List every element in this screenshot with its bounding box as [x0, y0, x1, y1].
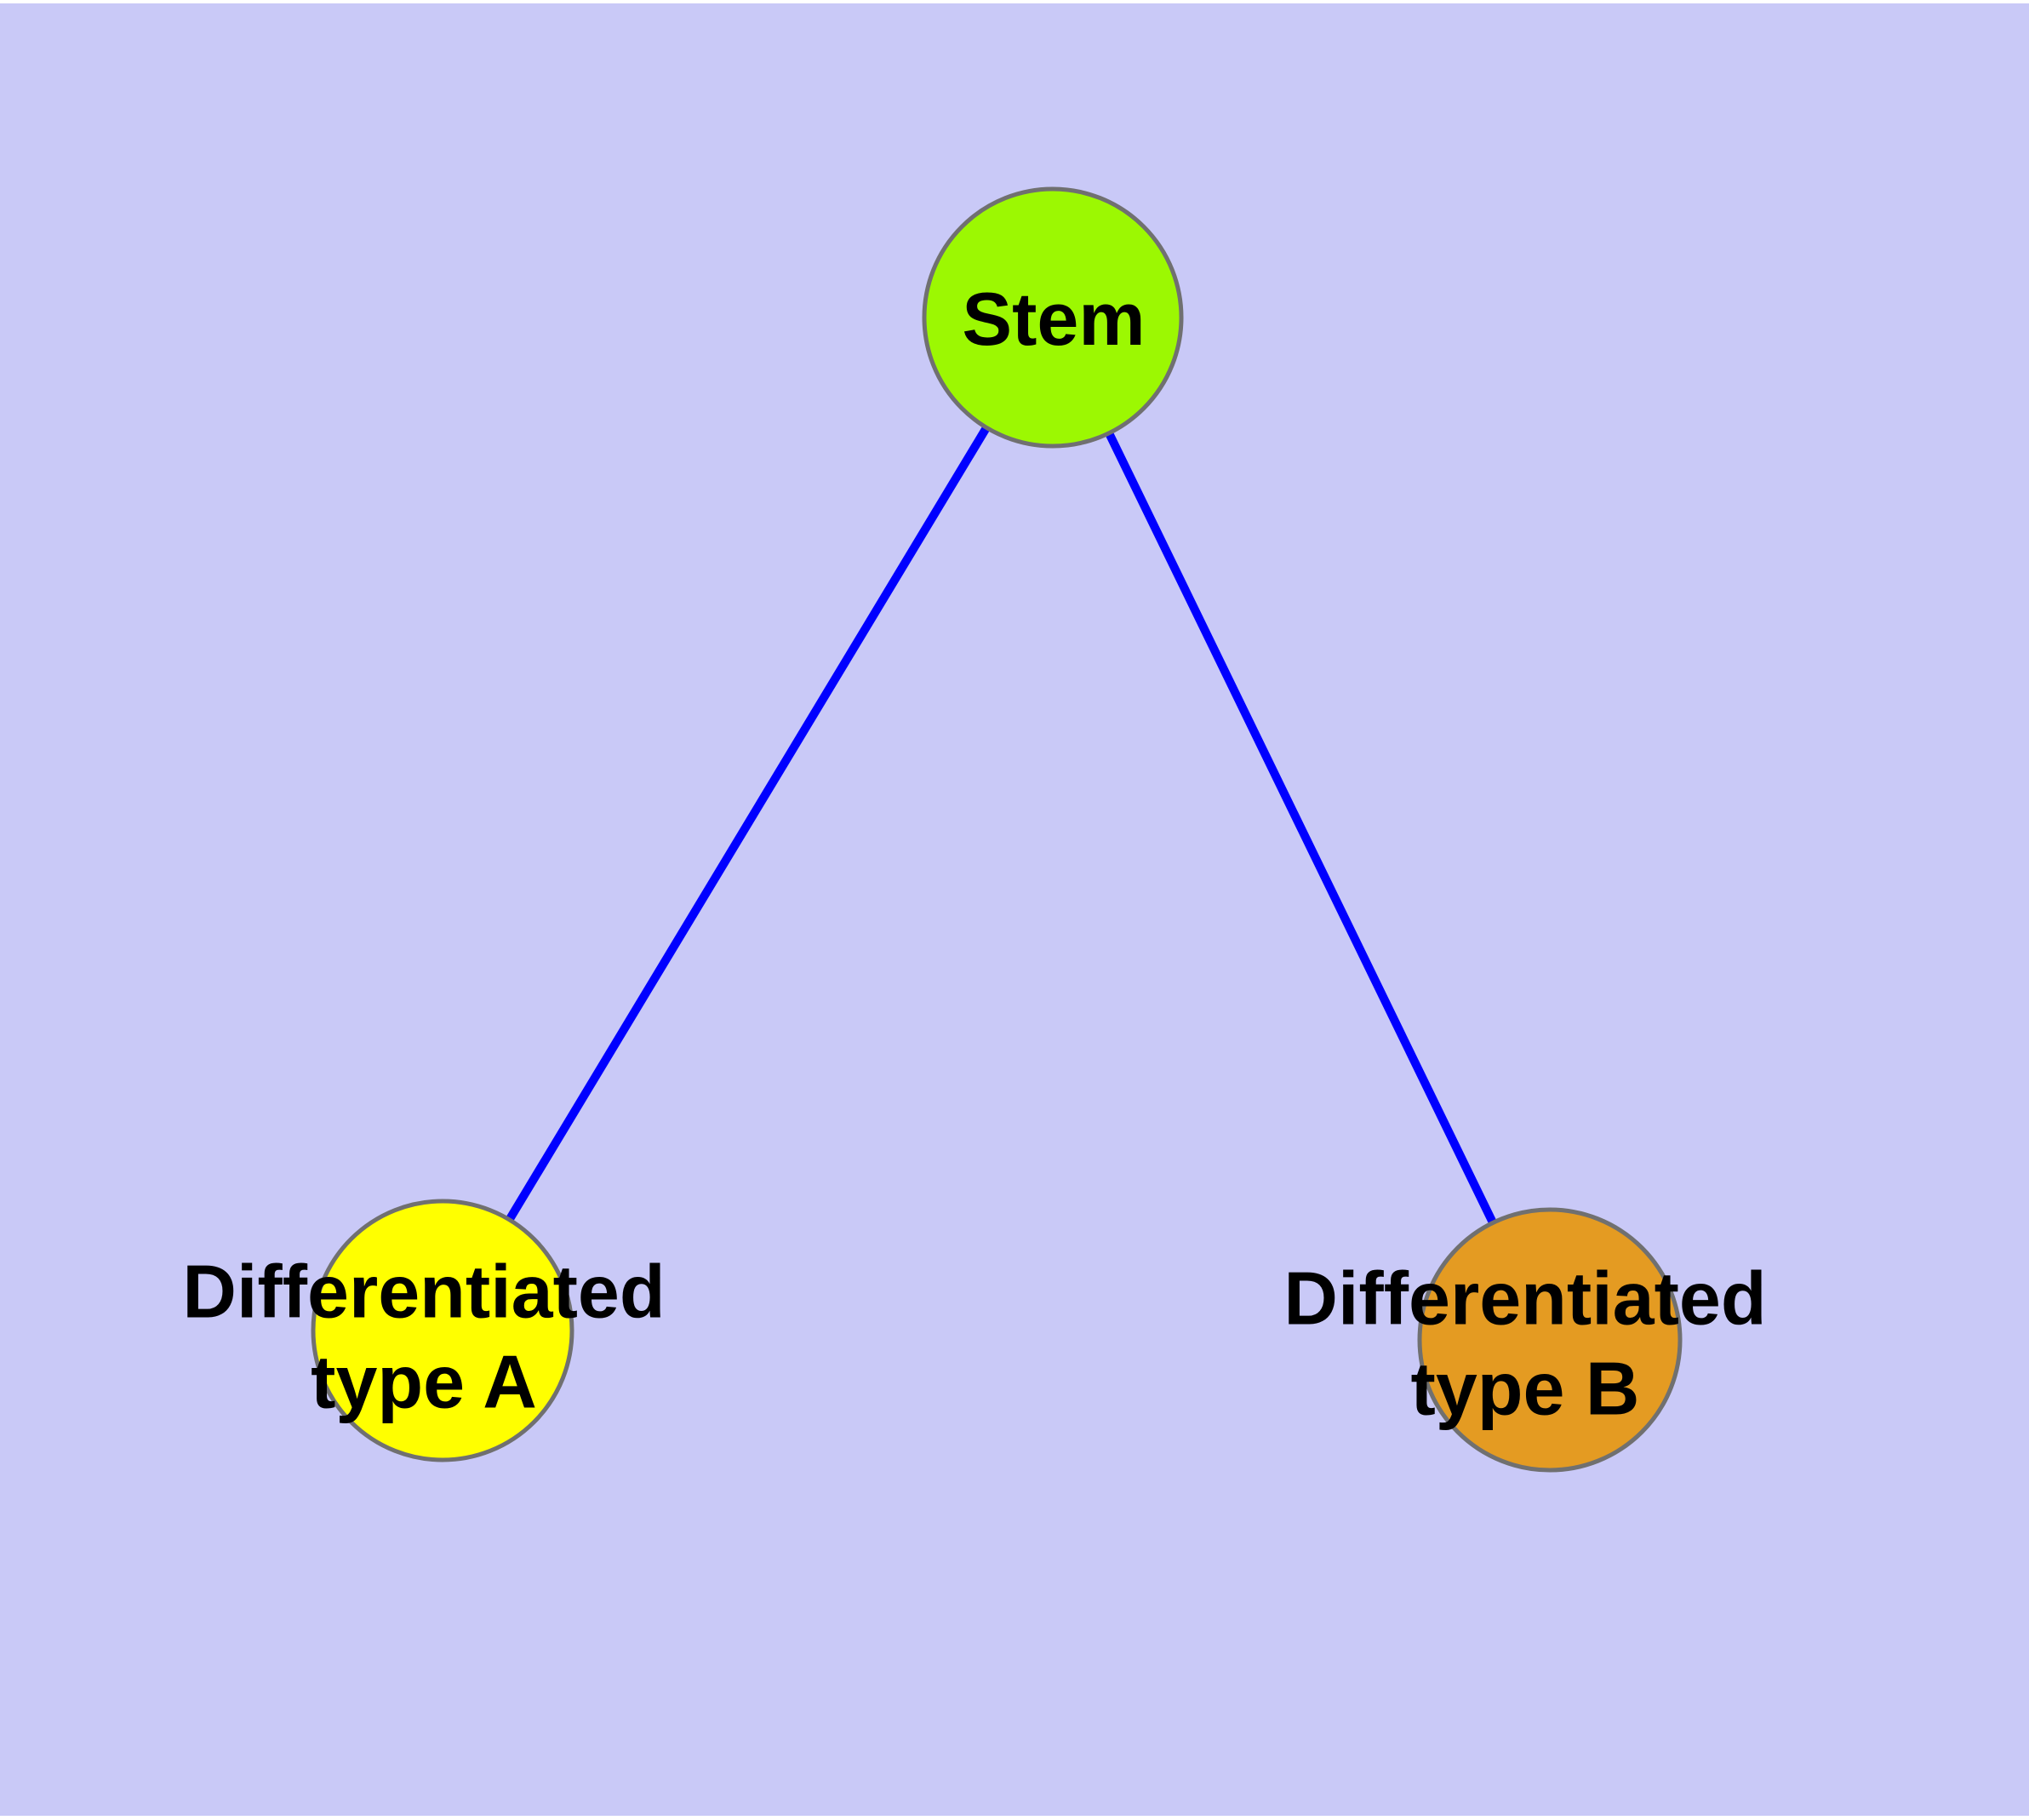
node-differentiated-type-a-label: Differentiated type A	[182, 1249, 666, 1423]
node-stem-circle	[922, 186, 1184, 449]
edge-stem-to-type-b	[1049, 315, 1554, 1342]
edge-stem-to-type-a	[438, 315, 1057, 1333]
node-differentiated-type-b-label: Differentiated type B	[1283, 1256, 1767, 1430]
node-differentiated-type-b-circle	[1417, 1207, 1683, 1473]
node-stem-label: Stem	[962, 277, 1146, 362]
node-differentiated-type-a-circle	[311, 1199, 574, 1462]
